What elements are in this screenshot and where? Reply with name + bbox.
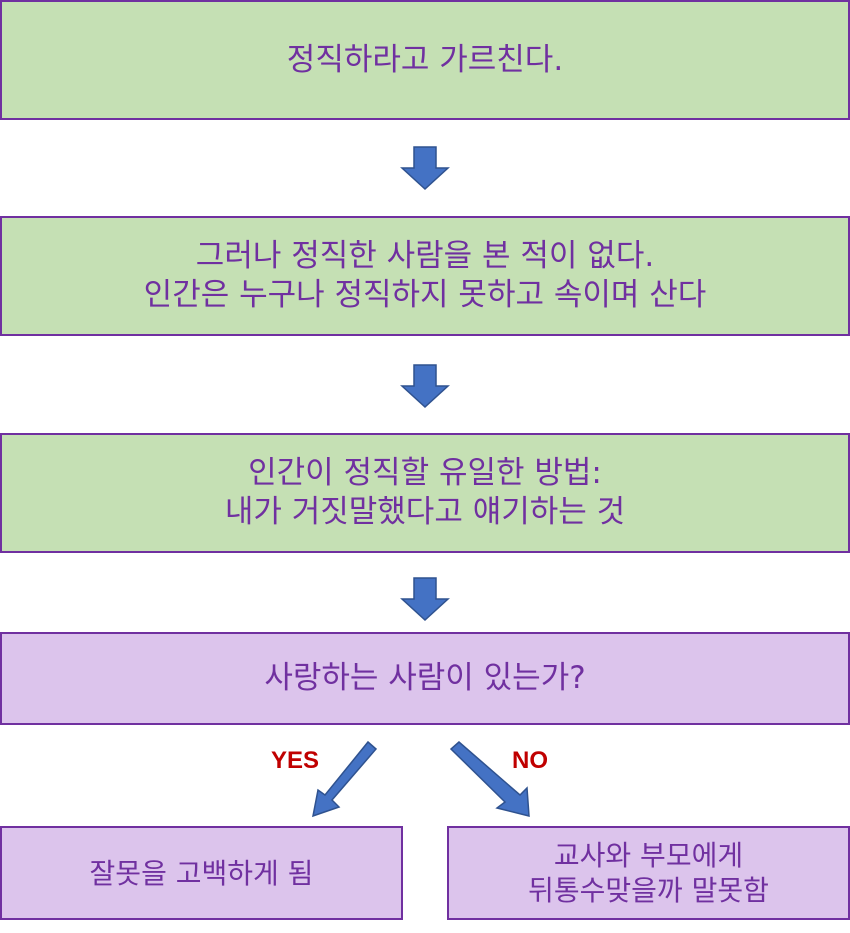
- step-2-box: 그러나 정직한 사람을 본 적이 없다. 인간은 누구나 정직하지 못하고 속이…: [0, 216, 850, 336]
- down-arrow-icon-3: [400, 577, 450, 622]
- yes-label: YES: [271, 747, 320, 774]
- no-label: NO: [512, 747, 548, 774]
- step-1-box: 정직하라고 가르친다.: [0, 0, 850, 120]
- yes-outcome-text: 잘못을 고백하게 됨: [89, 856, 314, 890]
- no-outcome-line-2: 뒤통수맞을까 말못함: [528, 874, 769, 907]
- step-3-line-1: 인간이 정직할 유일한 방법:: [248, 455, 602, 492]
- yes-arrow-icon: [312, 740, 378, 818]
- no-outcome-box: 교사와 부모에게 뒤통수맞을까 말못함: [447, 826, 850, 920]
- no-arrow-icon: [449, 741, 530, 817]
- question-box: 사랑하는 사람이 있는가?: [0, 632, 850, 725]
- down-arrow-icon-1: [400, 146, 450, 191]
- step-2-line-2: 인간은 누구나 정직하지 못하고 속이며 산다: [143, 277, 707, 313]
- no-outcome-line-1: 교사와 부모에게: [553, 839, 744, 872]
- step-2-line-1: 그러나 정직한 사람을 본 적이 없다.: [195, 238, 655, 275]
- down-arrow-icon-2: [400, 364, 450, 409]
- step-3-line-2: 내가 거짓말했다고 얘기하는 것: [224, 494, 626, 530]
- yes-outcome-box: 잘못을 고백하게 됨: [0, 826, 403, 920]
- step-1-text: 정직하라고 가르친다.: [286, 41, 564, 78]
- step-3-box: 인간이 정직할 유일한 방법: 내가 거짓말했다고 얘기하는 것: [0, 433, 850, 553]
- question-text: 사랑하는 사람이 있는가?: [264, 660, 586, 697]
